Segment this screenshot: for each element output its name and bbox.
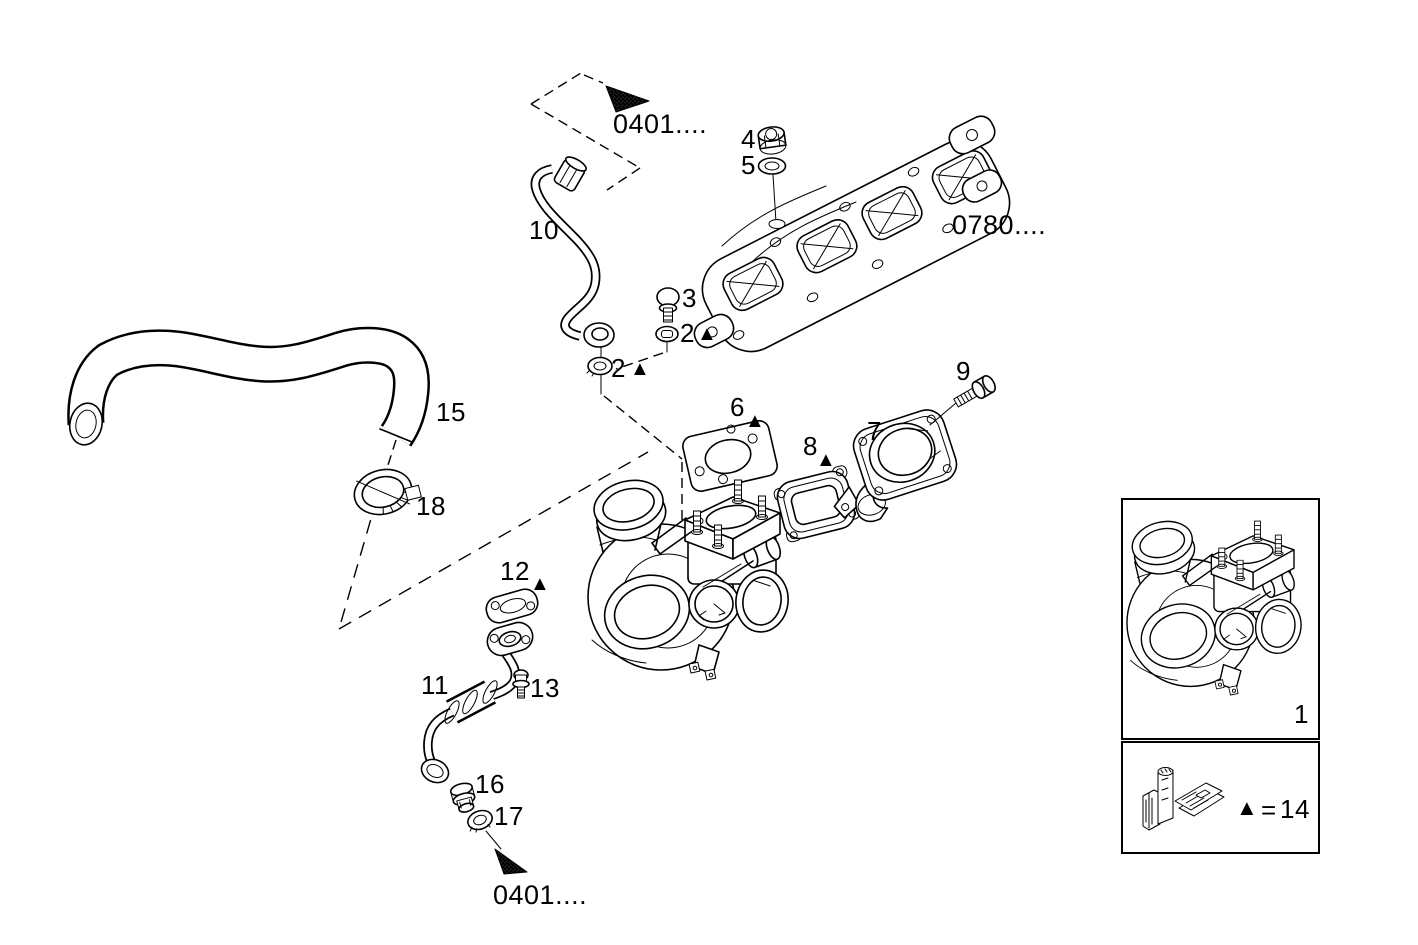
callout-7-label[interactable]: 7 (867, 416, 882, 446)
outlet-elbow-drawing (833, 409, 958, 523)
gasket-12-drawing (485, 588, 539, 624)
callout-1-label[interactable]: 1 (1294, 699, 1309, 729)
turbocharger-drawing (587, 472, 793, 681)
callout-15-label[interactable]: 15 (436, 397, 466, 427)
oil-return-pipe-drawing (420, 621, 534, 784)
callout-6-label[interactable]: 6 (730, 392, 745, 422)
banjo-bolt-and-washers-drawing (586, 287, 680, 377)
callout-2-lower-label[interactable]: 2 (611, 353, 626, 383)
oil-feed-pipe-drawing (530, 156, 615, 348)
bolt-13-drawing (512, 669, 530, 699)
cross-ref-0401-top[interactable]: 0401.... (613, 109, 708, 139)
gasket-marker-icon: ▲ (697, 323, 717, 345)
callout-18-label[interactable]: 18 (416, 491, 446, 521)
legend-part-number: 14 (1280, 794, 1310, 824)
bolt-9-drawing (929, 375, 996, 426)
callout-12-label[interactable]: 12 (500, 556, 530, 586)
callout-11-label[interactable]: 11 (421, 670, 449, 700)
callout-9-label[interactable]: 9 (956, 356, 971, 386)
callout-10-label[interactable]: 10 (529, 215, 559, 245)
gasket-marker-icon: ▲ (530, 573, 550, 595)
callout-16-label[interactable]: 16 (475, 769, 505, 799)
gasket-marker-icon: ▲ (745, 410, 765, 432)
callout-17-label[interactable]: 17 (494, 801, 524, 831)
fitting-16-drawing (449, 782, 476, 813)
part-1-inset-box (1121, 498, 1320, 740)
callout-3-label[interactable]: 3 (682, 283, 697, 313)
nut-and-washer-drawing (757, 126, 787, 229)
cross-ref-0401-bottom[interactable]: 0401.... (493, 880, 588, 910)
gasket-8-drawing (773, 465, 860, 543)
legend-equals-sign: = (1261, 795, 1277, 825)
hose-clamp-drawing (353, 468, 422, 516)
gasket-marker-icon: ▲ (630, 358, 650, 380)
cross-ref-0780-manifold[interactable]: 0780.... (952, 210, 1047, 240)
exhaust-manifold-drawing (693, 115, 1011, 353)
callout-8-label[interactable]: 8 (803, 431, 818, 461)
washer-17-drawing (467, 809, 493, 833)
callout-2-upper-label[interactable]: 2 (680, 318, 695, 348)
legend-gasket-marker-icon: ▲ (1236, 795, 1258, 820)
air-hose-drawing (67, 326, 430, 447)
gasket-marker-icon: ▲ (816, 449, 836, 471)
callout-4-label[interactable]: 4 (741, 124, 756, 154)
assembly-reference-lines (338, 72, 683, 630)
reference-arrow-bottom-icon (485, 830, 528, 875)
legend-box (1121, 741, 1320, 854)
callout-13-label[interactable]: 13 (530, 673, 560, 703)
reference-arrow-top-icon (605, 85, 650, 113)
legend-gasket-kit-icon (1142, 767, 1225, 831)
gasket-6-drawing (682, 420, 778, 492)
callout-5-label[interactable]: 5 (741, 150, 756, 180)
